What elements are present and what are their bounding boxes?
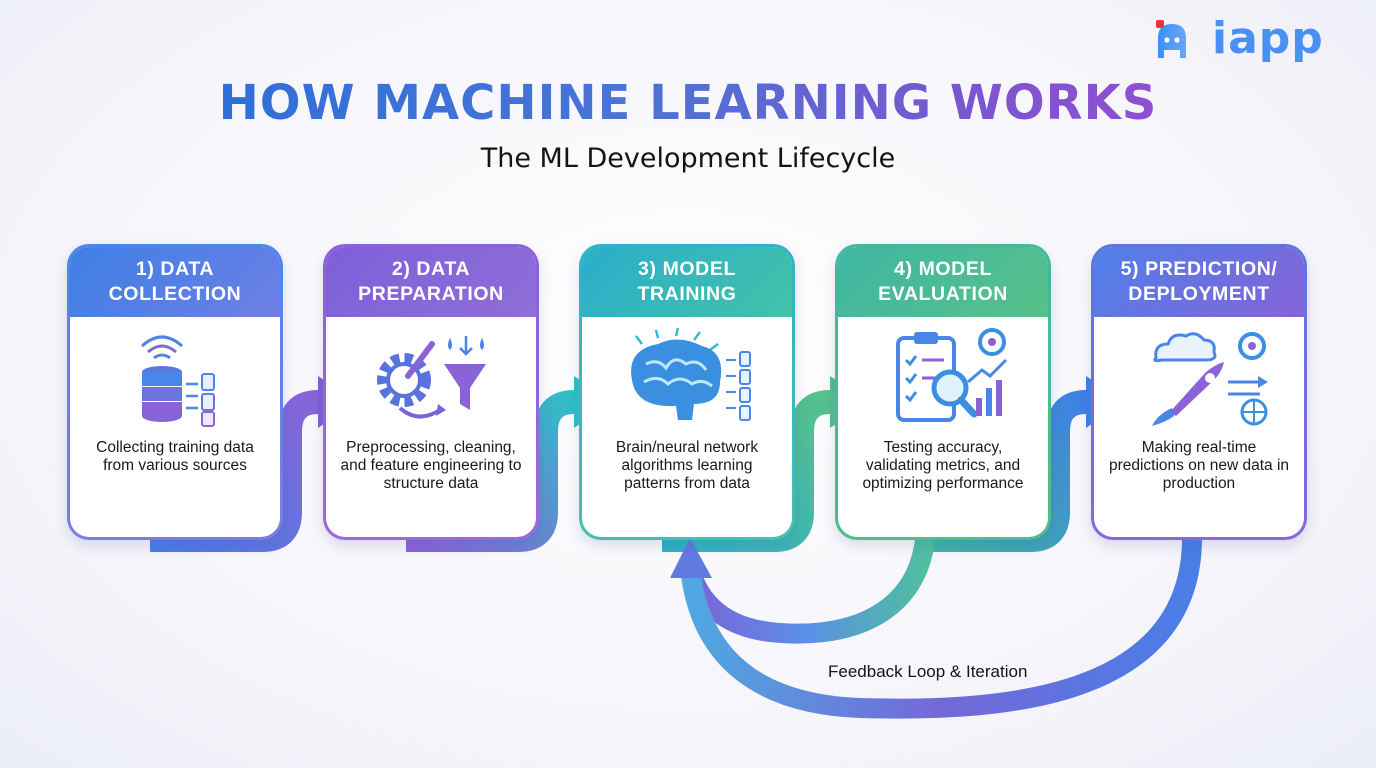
brain-icon (582, 317, 792, 439)
connector-3-to-4 (662, 390, 838, 552)
page-title: HOW MACHINE LEARNING WORKS (218, 75, 1158, 131)
step-heading: 3) MODEL TRAINING (582, 247, 792, 317)
step-card-model-training: 3) MODEL TRAINING Brain/neural network a… (579, 244, 795, 540)
step-heading: 2) DATA PREPARATION (326, 247, 536, 317)
step-description: Testing accuracy, validating metrics, an… (862, 439, 1024, 492)
feedback-loop-inner (678, 538, 935, 644)
step-card-data-collection: 1) DATA COLLECTION Collecting training d… (67, 244, 283, 540)
gear-funnel-icon (326, 317, 536, 439)
clipboard-chart-icon (838, 317, 1048, 439)
connector-1-to-2 (150, 390, 326, 552)
step-heading: 1) DATA COLLECTION (70, 247, 280, 317)
step-heading: 5) PREDICTION/ DEPLOYMENT (1094, 247, 1304, 317)
feedback-loop-label: Feedback Loop & Iteration (828, 662, 1028, 681)
connector-4-to-5 (918, 390, 1094, 552)
database-wifi-icon (70, 317, 280, 439)
logo-text: iapp (1212, 13, 1324, 64)
connector-2-to-3 (406, 390, 582, 552)
rocket-target-icon (1094, 317, 1304, 439)
step-description: Preprocessing, cleaning, and feature eng… (340, 439, 522, 492)
step-description: Collecting training data from various so… (96, 439, 254, 474)
logo-mark-icon (1158, 24, 1186, 58)
step-description: Making real-time predictions on new data… (1108, 439, 1290, 492)
step-card-prediction-deployment: 5) PREDICTION/ DEPLOYMENT Making real-ti… (1091, 244, 1307, 540)
step-description: Brain/neural network algorithms learning… (615, 439, 759, 492)
step-card-model-evaluation: 4) MODEL EVALUATION Testing accuracy, va… (835, 244, 1051, 540)
step-card-data-preparation: 2) DATA PREPARATION Preprocessing, clean… (323, 244, 539, 540)
page-subtitle: The ML Development Lifecycle (480, 143, 896, 174)
step-heading: 4) MODEL EVALUATION (838, 247, 1048, 317)
feedback-arrow-head (670, 538, 712, 578)
brand-logo (1156, 20, 1186, 58)
feedback-loop-outer (680, 539, 1202, 719)
